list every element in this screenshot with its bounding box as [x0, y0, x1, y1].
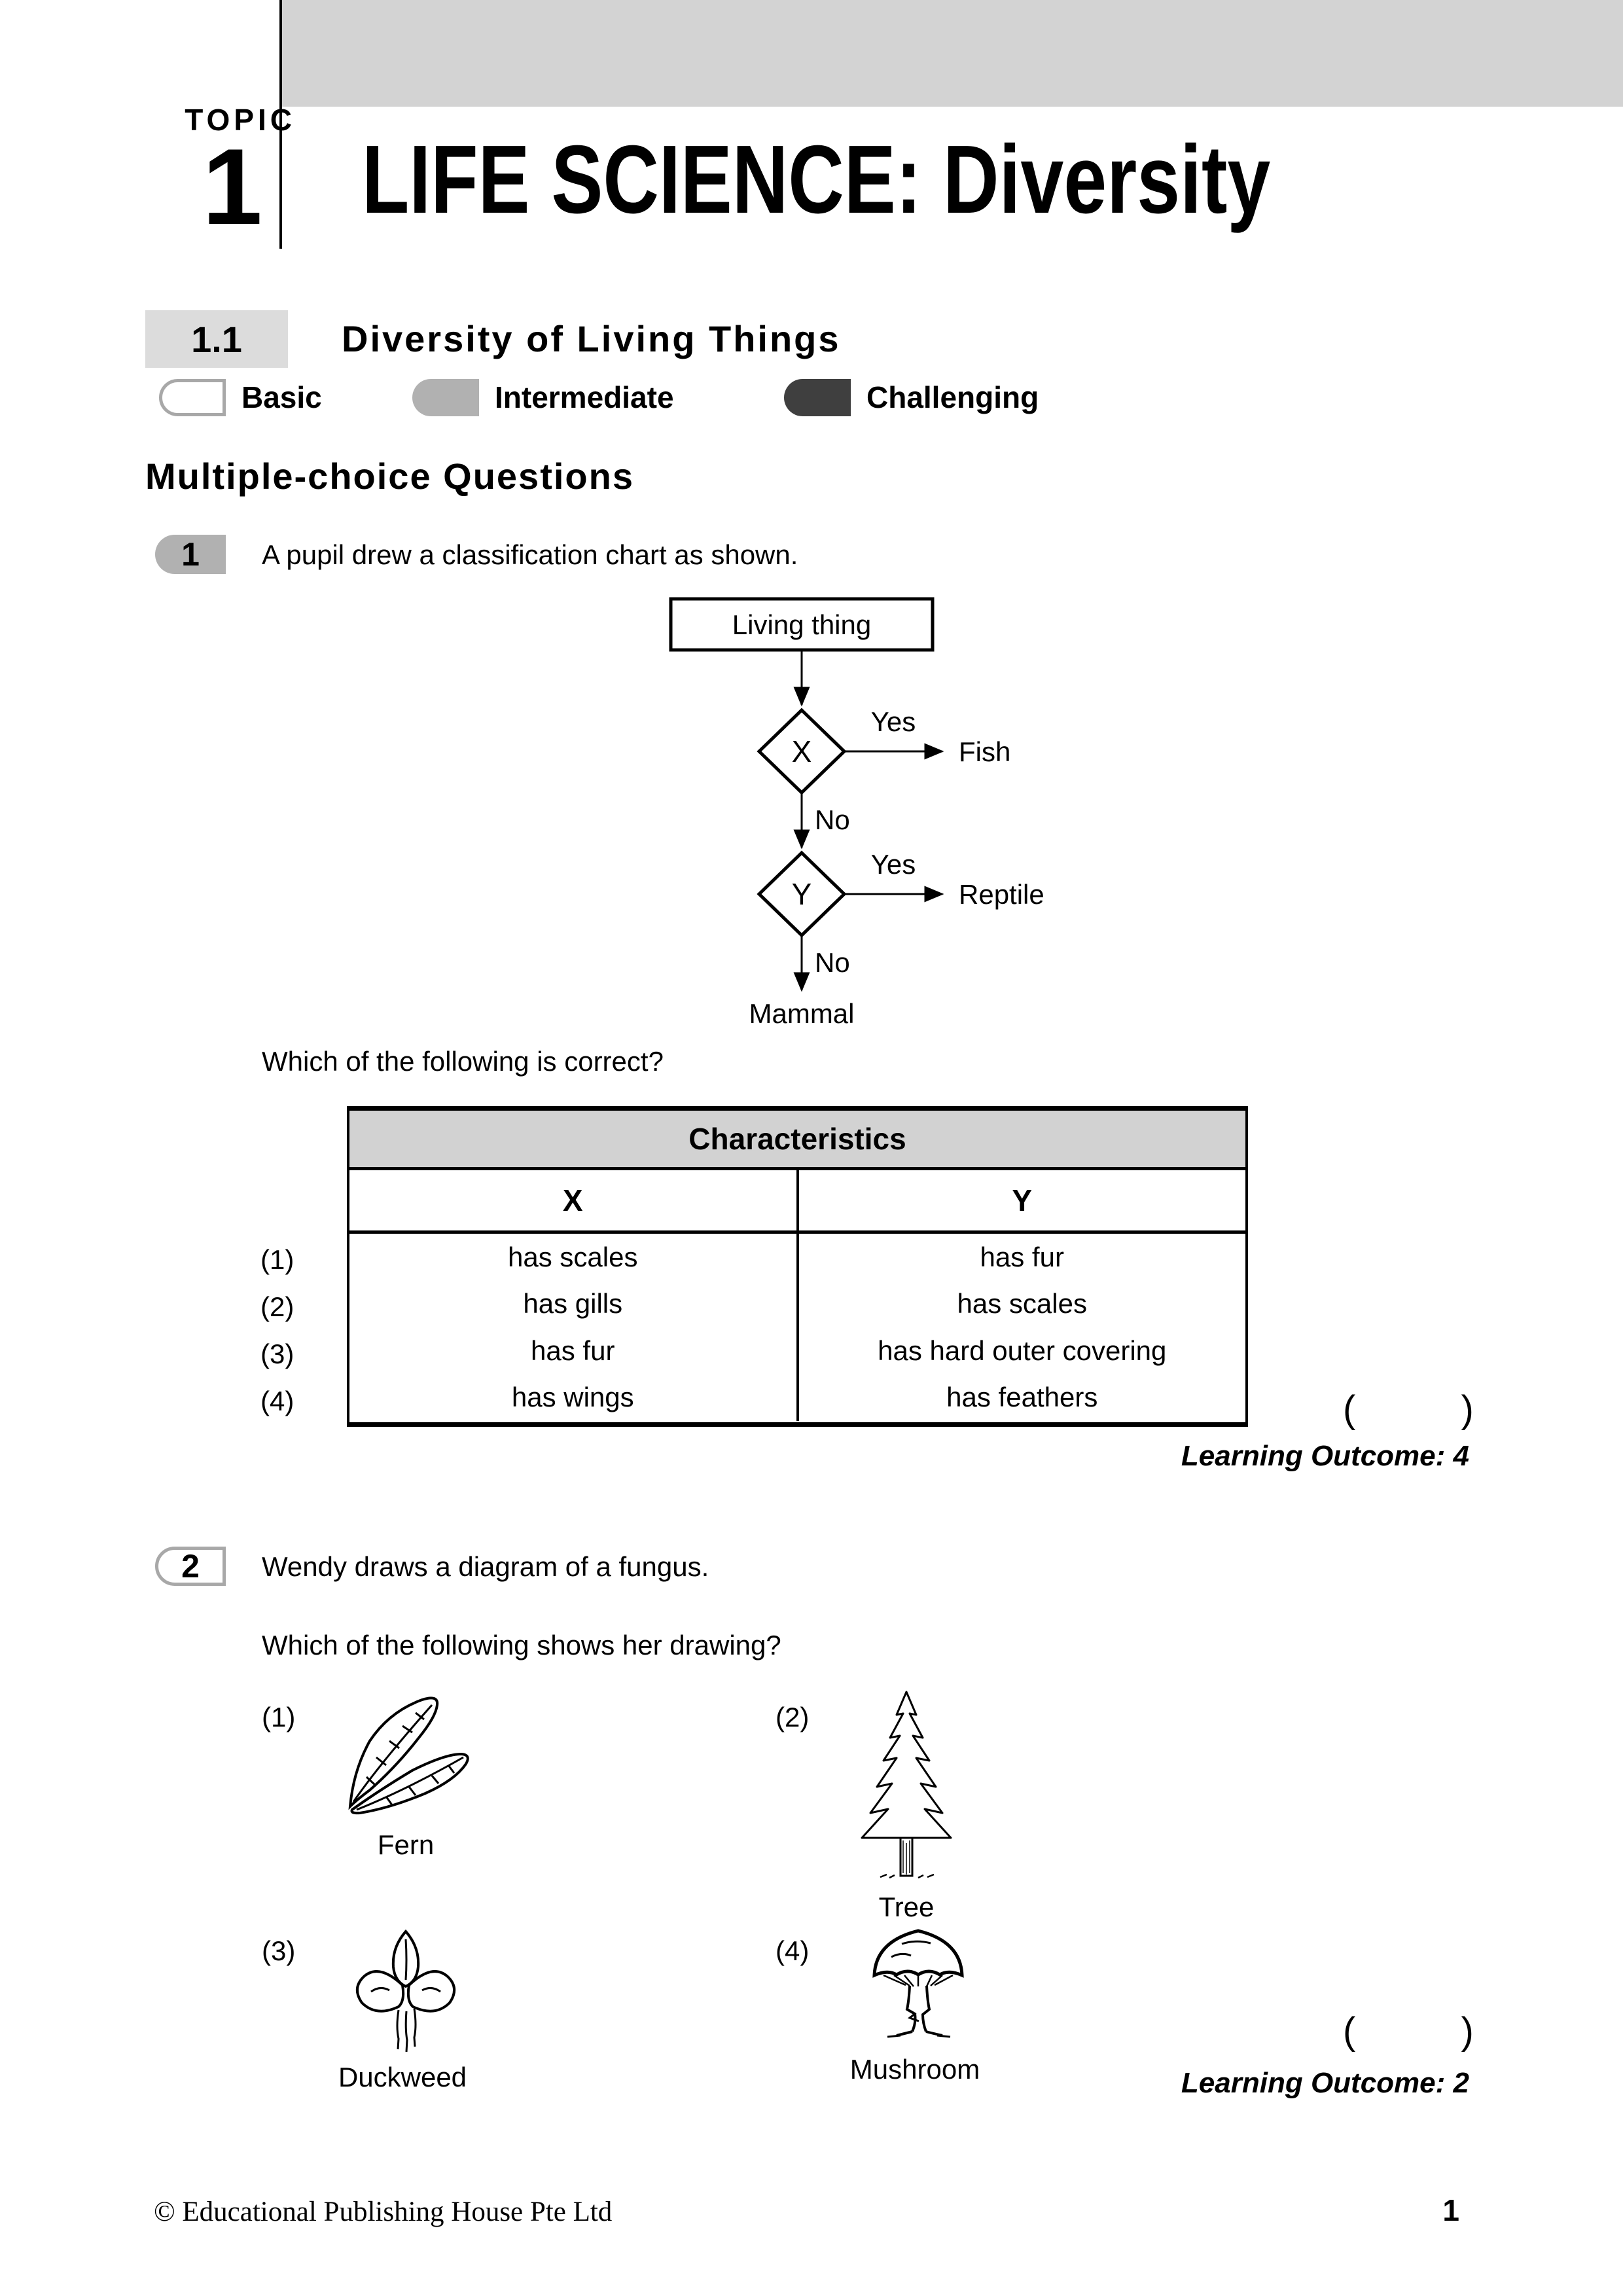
flowchart-decision-y-label: Y	[792, 877, 812, 911]
legend-item-basic: Basic	[159, 379, 322, 416]
topic-label: TOPIC	[185, 103, 296, 137]
question-2-number: 2	[181, 1548, 200, 1585]
question-1-answer-blank: ( )	[1343, 1388, 1474, 1431]
question-1-learning-outcome: Learning Outcome: 4	[1181, 1440, 1469, 1472]
table-row: has wings has feathers	[349, 1374, 1245, 1421]
table-column-x: X	[349, 1170, 799, 1230]
table-column-y: Y	[1012, 1183, 1033, 1217]
flowchart-x-no-label: No	[815, 804, 850, 835]
legend-basic-label: Basic	[241, 380, 322, 414]
option-3-caption: Duckweed	[338, 2062, 467, 2092]
basic-pill-icon	[159, 379, 226, 416]
table-header-label: Characteristics	[688, 1122, 906, 1156]
table-row-label-4: (4)	[260, 1386, 294, 1416]
table-row: has gills has scales	[349, 1280, 1245, 1327]
intermediate-pill-icon	[412, 379, 479, 416]
header-band	[282, 0, 1623, 107]
table-cell-y1: has fur	[980, 1241, 1064, 1272]
table-cell-x4: has wings	[349, 1374, 799, 1421]
option-2-label: (2)	[776, 1702, 810, 1732]
page-title-text: LIFE SCIENCE: Diversity	[362, 126, 1271, 234]
mushroom-drawing	[872, 1929, 964, 2038]
tree-drawing	[861, 1691, 952, 1879]
footer-page-number: 1	[1442, 2193, 1459, 2227]
page-title: LIFE SCIENCE: Diversity	[362, 128, 1605, 232]
question-2-text: Wendy draws a diagram of a fungus.	[262, 1551, 709, 1582]
section-number-box: 1.1	[145, 310, 288, 368]
table-cell-x1: has scales	[349, 1234, 799, 1281]
flowchart-x-yes-label: Yes	[871, 706, 916, 737]
topic-number: 1	[202, 126, 262, 247]
flowchart-root-box	[669, 597, 935, 652]
question-2-prompt: Which of the following shows her drawing…	[262, 1630, 781, 1660]
question-1-number: 1	[181, 536, 200, 573]
table-row: has fur has hard outer covering	[349, 1327, 1245, 1374]
option-2-caption: Tree	[878, 1892, 935, 1922]
subsection-heading: Multiple-choice Questions	[145, 456, 634, 497]
question-1-text: A pupil drew a classification chart as s…	[262, 539, 798, 570]
flowchart-y-no-label: No	[815, 947, 850, 978]
legend-intermediate-label: Intermediate	[495, 380, 674, 414]
table-cell-x3: has fur	[349, 1327, 799, 1374]
question-2-badge: 2	[155, 1547, 226, 1586]
table-row-label-2: (2)	[260, 1291, 294, 1322]
legend-item-intermediate: Intermediate	[412, 379, 674, 416]
question-1-prompt: Which of the following is correct?	[262, 1046, 664, 1077]
table-row-label-1: (1)	[260, 1244, 294, 1275]
table-row: has scales has fur	[349, 1234, 1245, 1281]
challenging-pill-icon	[784, 379, 851, 416]
duckweed-drawing	[356, 1929, 455, 2053]
flowchart-fish-label: Fish	[959, 736, 1010, 767]
question-2-learning-outcome: Learning Outcome: 2	[1181, 2067, 1469, 2099]
table-row-label-3: (3)	[260, 1338, 294, 1369]
flowchart-mammal-label: Mammal	[749, 998, 854, 1029]
table-cell-y3: has hard outer covering	[878, 1335, 1167, 1366]
footer-copyright: © Educational Publishing House Pte Ltd	[154, 2197, 613, 2227]
table-cell-x2: has gills	[349, 1280, 799, 1327]
option-1-label: (1)	[262, 1702, 296, 1732]
section-number: 1.1	[191, 318, 242, 360]
flowchart-y-yes-label: Yes	[871, 849, 916, 880]
table-body: has scales has fur has gills has scales …	[349, 1234, 1245, 1421]
fern-drawing	[348, 1696, 469, 1815]
characteristics-table: Characteristics X Y has scales has fur h…	[347, 1106, 1248, 1427]
section-title: Diversity of Living Things	[342, 318, 841, 359]
option-1-caption: Fern	[377, 1829, 435, 1860]
question-1-badge: 1	[155, 535, 226, 574]
question-2-answer-blank: ( )	[1343, 2010, 1474, 2053]
legend-challenging-label: Challenging	[866, 380, 1039, 414]
table-column-header-row: X Y	[349, 1170, 1245, 1234]
table-header-row: Characteristics	[349, 1111, 1245, 1170]
flowchart-root-label: Living thing	[732, 609, 871, 640]
classification-flowchart: Living thing X Yes Fish No Y Yes Reptile…	[669, 597, 1044, 1029]
table-cell-y2: has scales	[957, 1288, 1087, 1319]
flowchart-reptile-label: Reptile	[959, 879, 1044, 910]
table-cell-y4: has feathers	[946, 1382, 1098, 1413]
flowchart-decision-x-label: X	[792, 734, 812, 768]
header-divider-line	[279, 0, 282, 249]
option-4-caption: Mushroom	[849, 2054, 980, 2085]
legend-item-challenging: Challenging	[784, 379, 1039, 416]
option-3-label: (3)	[262, 1935, 296, 1966]
option-4-label: (4)	[776, 1935, 810, 1966]
